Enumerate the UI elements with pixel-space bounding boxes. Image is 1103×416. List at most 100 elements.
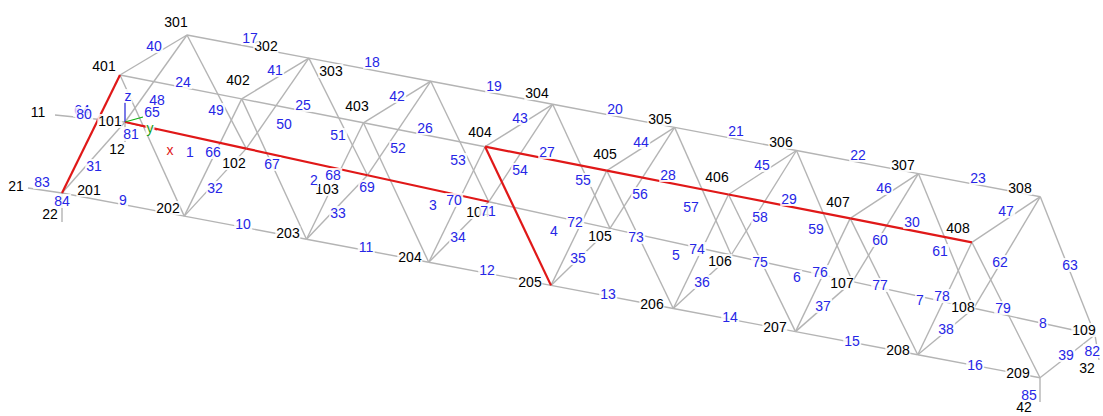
member-number: 72: [566, 215, 584, 229]
member-number: 46: [875, 181, 893, 195]
joint-number: 12: [108, 142, 126, 156]
member-number: 33: [329, 206, 347, 220]
local-axis: [124, 102, 125, 122]
joint-number: 208: [885, 343, 910, 357]
member-number: 56: [631, 187, 649, 201]
joint-number: 21: [7, 179, 25, 193]
member-number: 37: [814, 299, 832, 313]
local-axis: [125, 117, 143, 122]
joint-number: 203: [275, 226, 300, 240]
member-number: 12: [478, 263, 496, 277]
member-number: 43: [511, 111, 529, 125]
member-number: 47: [997, 204, 1015, 218]
member-number: 27: [538, 145, 556, 159]
member-number: 51: [329, 128, 347, 142]
member-number: 6: [792, 270, 802, 284]
member-number: 24: [174, 75, 192, 89]
joint-number: 42: [1015, 400, 1033, 414]
member-number: 2: [309, 173, 319, 187]
member-number: 69: [358, 180, 376, 194]
truss-member: [120, 35, 187, 75]
joint-number: 202: [155, 201, 180, 215]
member-number: 70: [445, 193, 463, 207]
joint-number: 405: [592, 147, 617, 161]
joint-number: 304: [524, 86, 549, 100]
member-number: 16: [966, 358, 984, 372]
member-number: 7: [915, 293, 925, 307]
member-number: 19: [485, 79, 503, 93]
truss-member: [974, 197, 1041, 309]
truss-member: [918, 308, 974, 355]
joint-number: 101: [97, 114, 122, 128]
member-number: 14: [721, 310, 739, 324]
truss-member: [431, 81, 489, 202]
member-number: 42: [388, 89, 406, 103]
member-number: 85: [1020, 388, 1038, 402]
member-number: 23: [969, 171, 987, 185]
member-number: 40: [145, 39, 163, 53]
joint-number: 22: [41, 207, 59, 221]
member-number: 8: [1038, 316, 1048, 330]
joint-number: 401: [91, 59, 116, 73]
member-number: 30: [903, 215, 921, 229]
member-number: 34: [449, 230, 467, 244]
joint-number: 308: [1007, 181, 1032, 195]
truss-member: [972, 197, 1040, 243]
member-number: 35: [569, 251, 587, 265]
member-number: 4: [549, 224, 559, 238]
member-number: 32: [206, 181, 224, 195]
joint-number: 201: [76, 183, 101, 197]
member-number: 22: [849, 148, 867, 162]
joint-number: 207: [762, 320, 787, 334]
truss-member: [184, 216, 306, 239]
joint-number: 209: [1005, 366, 1030, 380]
joint-number: 106: [707, 254, 732, 268]
member-number: 50: [275, 117, 293, 131]
member-number: 83: [33, 175, 51, 189]
joint-number: 107: [829, 276, 854, 290]
member-number: 28: [659, 168, 677, 182]
member-number: 77: [871, 278, 889, 292]
member-number: 66: [204, 145, 222, 159]
member-number: 31: [85, 159, 103, 173]
joint-number: 407: [825, 195, 850, 209]
member-number: 53: [449, 153, 467, 167]
member-number: 67: [263, 157, 281, 171]
joint-number: 301: [163, 15, 188, 29]
axis-label: y: [146, 121, 155, 135]
member-number: 18: [363, 55, 381, 69]
member-number: 44: [632, 135, 650, 149]
joint-number: 206: [639, 297, 664, 311]
member-number: 76: [811, 265, 829, 279]
member-number: 52: [389, 141, 407, 155]
joint-number: 102: [221, 156, 246, 170]
truss-member: [729, 151, 797, 195]
member-number: 49: [207, 103, 225, 117]
member-number: 59: [807, 222, 825, 236]
joint-number: 402: [225, 73, 250, 87]
truss-member: [309, 58, 368, 175]
joint-number: 306: [768, 135, 793, 149]
truss-member: [675, 127, 732, 255]
truss-member: [673, 195, 728, 309]
joint-number: 205: [517, 275, 542, 289]
joint-number: 403: [344, 99, 369, 113]
truss-member: [918, 242, 972, 354]
member-number: 11: [358, 240, 375, 254]
member-number: 84: [53, 194, 71, 208]
truss-member: [307, 123, 364, 239]
member-number: 17: [241, 31, 259, 45]
joint-number: 204: [397, 250, 422, 264]
truss-member: [242, 58, 309, 99]
member-number: 54: [511, 163, 529, 177]
member-number: 78: [933, 289, 951, 303]
member-number: 82: [1083, 344, 1101, 358]
truss-member: [1039, 378, 1040, 402]
member-number: 26: [416, 121, 434, 135]
member-number: 75: [751, 255, 769, 269]
member-number: 55: [574, 173, 592, 187]
joint-number: 404: [467, 125, 492, 139]
member-number: 9: [118, 193, 128, 207]
member-number: 60: [871, 233, 889, 247]
joint-number: 11: [30, 105, 47, 119]
